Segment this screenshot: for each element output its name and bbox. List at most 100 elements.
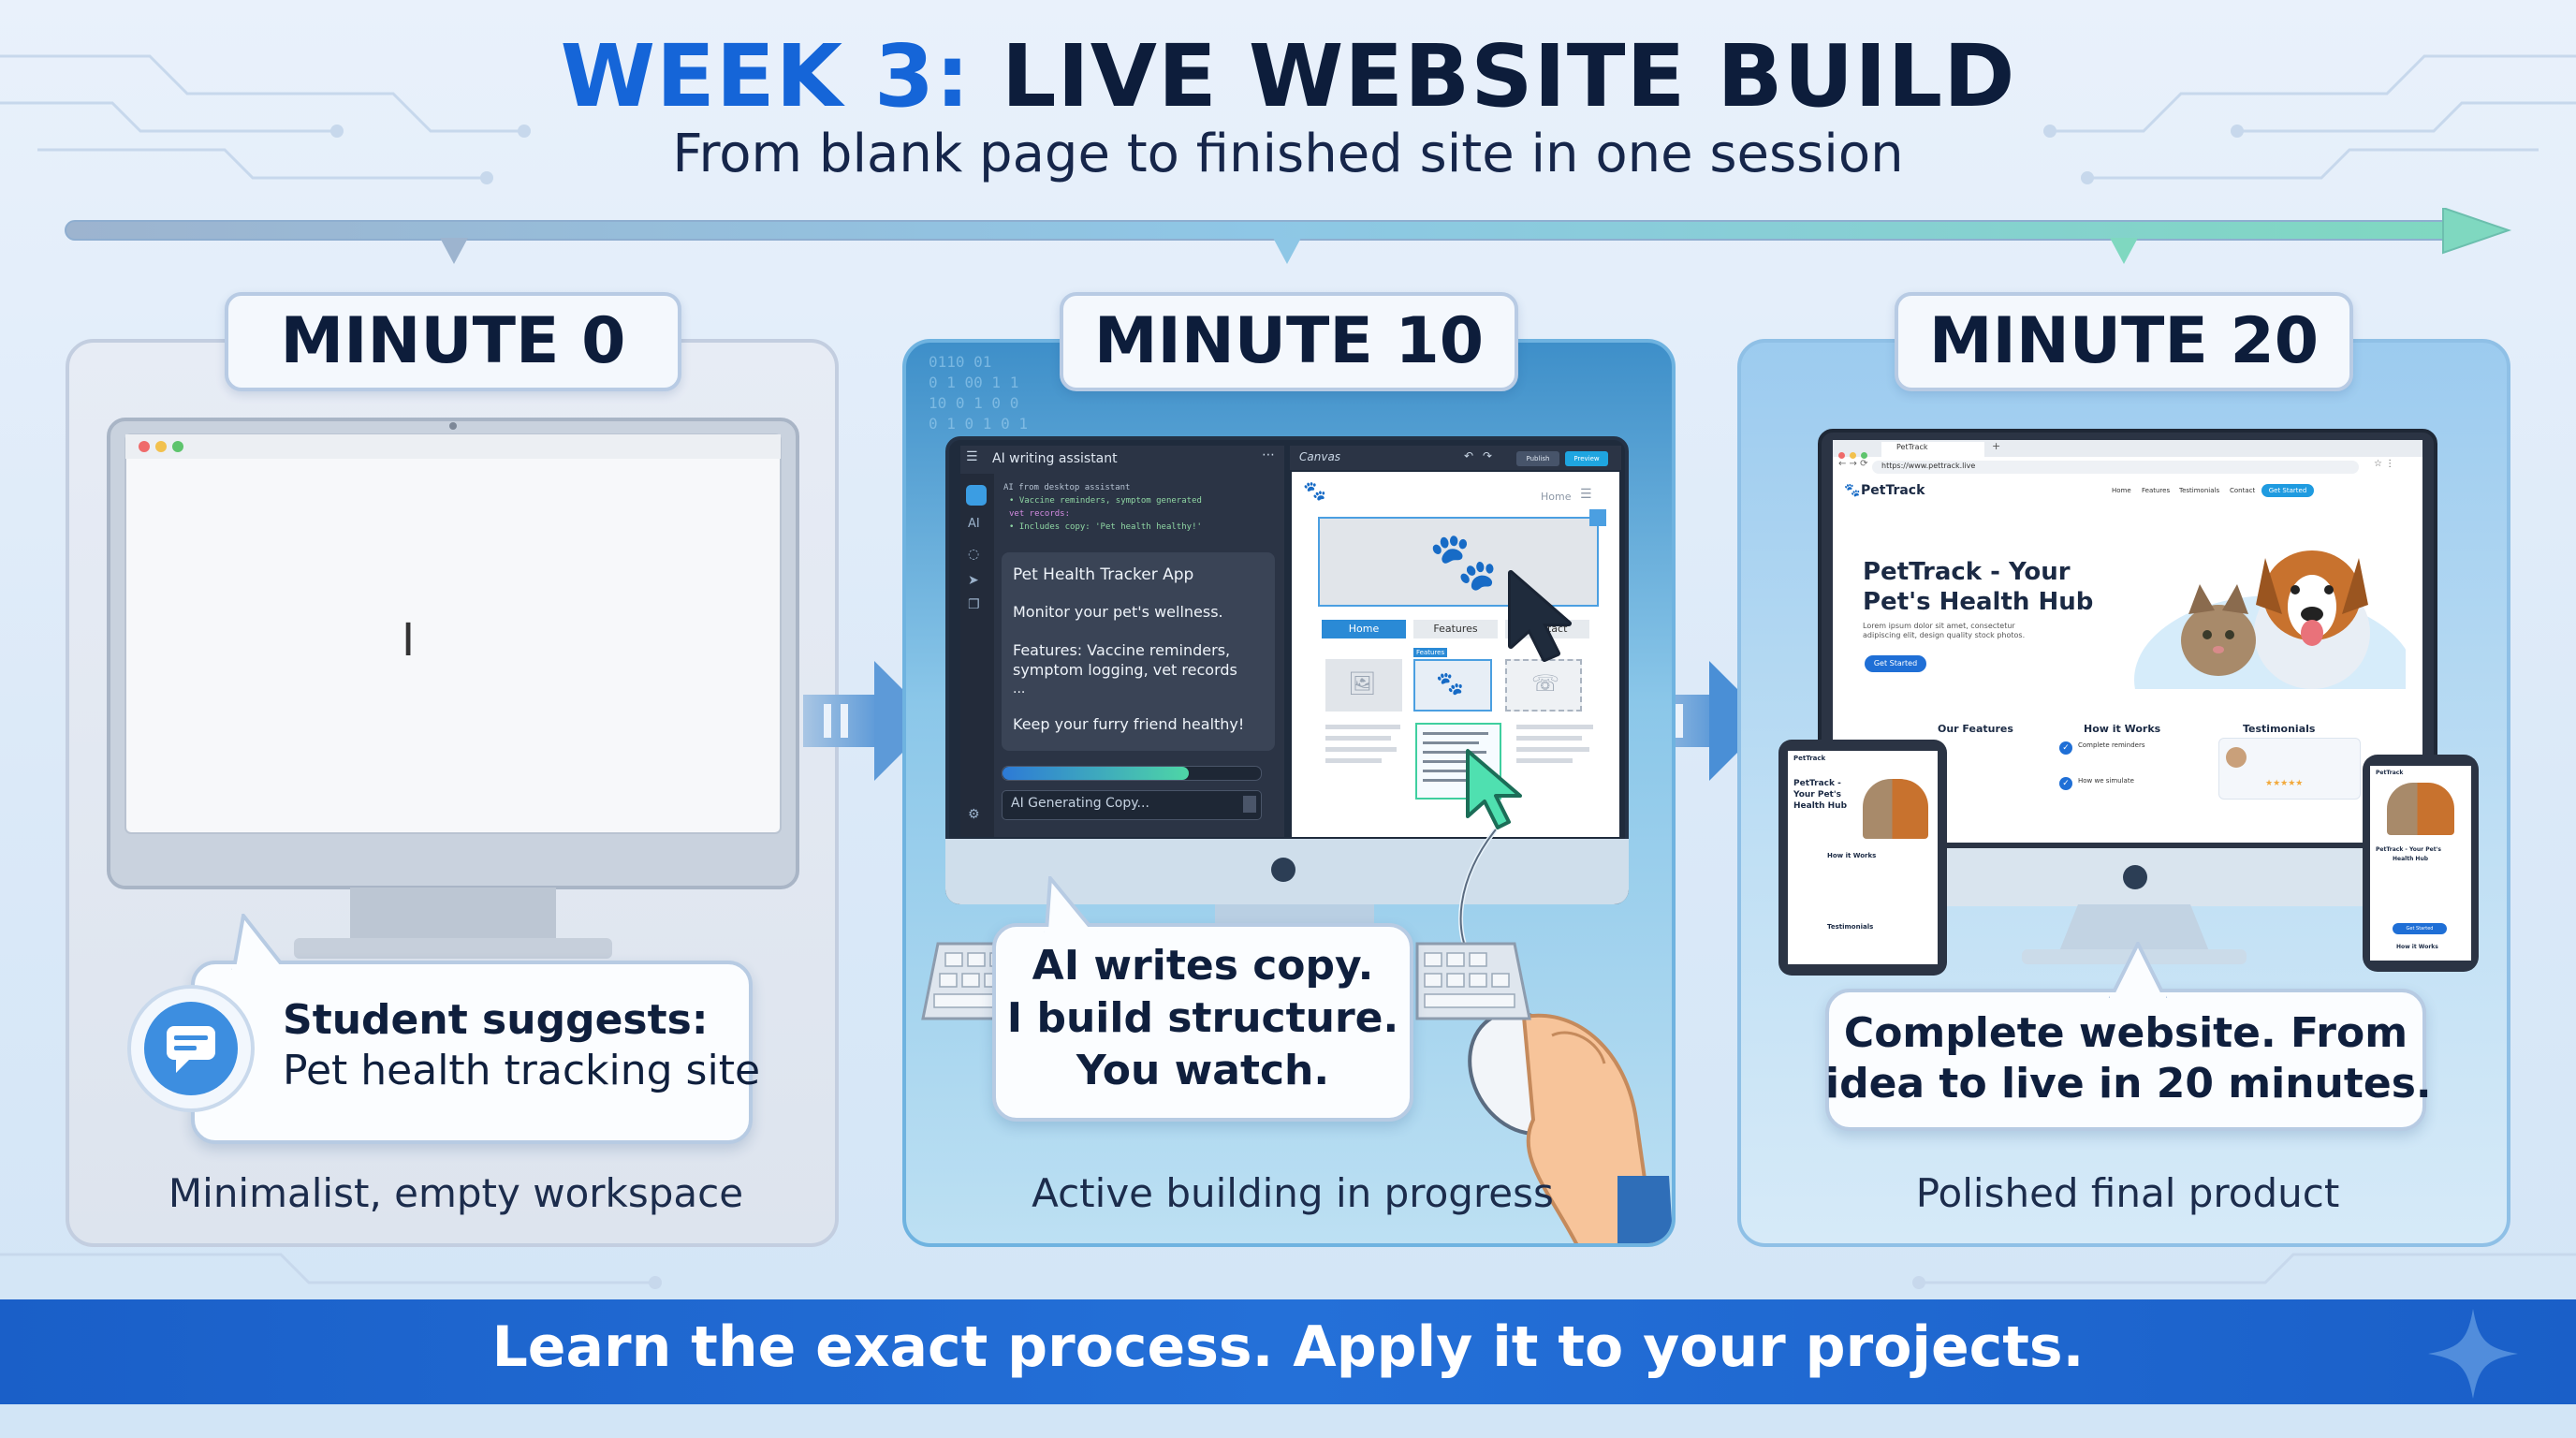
panel-title: AI writing assistant	[992, 451, 1118, 466]
testimonial-card	[2218, 738, 2361, 800]
stage-panel-minute-20: PetTrack + ← → ⟳ https://www.pettrack.li…	[1737, 339, 2510, 1247]
redo-icon[interactable]: ↷	[1483, 449, 1493, 462]
site-nav-testimonials[interactable]: Testimonials	[2179, 487, 2220, 494]
home-icon[interactable]	[966, 485, 987, 506]
sparkle-icon	[2428, 1309, 2518, 1399]
send-icon[interactable]: ➤	[968, 573, 979, 588]
code-line: • Includes copy: 'Pet health healthy!'	[1009, 522, 1202, 532]
copy-line: Monitor your pet's wellness.	[1013, 603, 1223, 621]
pets-hero-image	[2134, 550, 2406, 689]
publish-button[interactable]: Publish	[1516, 451, 1559, 466]
submit-icon[interactable]	[1243, 796, 1256, 813]
site-nav-home[interactable]: Home	[2112, 487, 2131, 494]
site-nav-features[interactable]: Features	[2142, 487, 2171, 494]
hero-text: Lorem ipsum dolor sit amet, consectetur	[1863, 622, 2015, 630]
phone-cta-button[interactable]: Get Started	[2393, 923, 2447, 934]
status-field	[1002, 790, 1262, 820]
tab-features[interactable]: Features	[1413, 620, 1498, 638]
check-icon: ✓	[2059, 741, 2072, 755]
tablet-pet-image	[1863, 779, 1928, 839]
power-button-icon	[2123, 865, 2147, 889]
paw-logo-icon: 🐾	[1844, 483, 1861, 498]
copy-icon[interactable]: ❐	[968, 597, 980, 612]
copy-line: Features: Vaccine reminders, symptom log…	[1013, 641, 1237, 679]
timeline-arrow	[65, 208, 2512, 264]
page-subtitle: From blank page to finished site in one …	[672, 124, 1904, 184]
phone-icon: ☏	[1531, 670, 1560, 697]
bubble-tail	[1044, 876, 1098, 932]
drag-pointer-icon	[1466, 749, 1522, 829]
generated-copy-card	[1002, 552, 1275, 751]
nav-arrows-icon[interactable]: ← → ⟳	[1838, 459, 1868, 469]
progress-track	[1002, 766, 1262, 781]
section-heading: How it Works	[2084, 723, 2161, 735]
phone-section: How it Works	[2396, 944, 2438, 950]
stage-caption: Active building in progress	[1032, 1170, 1554, 1216]
page-title: WEEK 3: LIVE WEBSITE BUILD	[0, 26, 2576, 126]
resize-handle-icon[interactable]	[1589, 509, 1606, 526]
hamburger-icon: ☰	[966, 449, 978, 464]
copy-line: Keep your furry friend healthy!	[1013, 715, 1245, 733]
copy-line: Pet Health Tracker App	[1013, 565, 1194, 584]
bubble-line: You watch.	[1076, 1047, 1330, 1094]
phone-title: Health Hub	[2393, 856, 2429, 862]
stage-caption: Polished final product	[1915, 1170, 2340, 1216]
ai-icon[interactable]: AI	[968, 517, 980, 531]
section-heading: Testimonials	[2243, 723, 2316, 735]
address-bar[interactable]	[1872, 461, 2359, 474]
site-nav-contact[interactable]: Contact	[2230, 487, 2256, 494]
url-text: https://www.pettrack.live	[1881, 462, 1976, 470]
bubble-tail	[231, 914, 289, 970]
image-icon: 🖼	[1348, 670, 1377, 697]
bubble-text: Pet health tracking site	[283, 1047, 761, 1094]
browser-tab[interactable]	[1881, 442, 1984, 457]
hero-title: PetTrack - Your	[1863, 558, 2071, 586]
nav-get-started-button[interactable]: Get Started	[2261, 484, 2314, 497]
hero-text: adipiscing elit, design quality stock ph…	[1863, 631, 2026, 639]
undo-icon[interactable]: ↶	[1464, 449, 1474, 462]
paw-logo-icon: 🐾	[1303, 479, 1326, 502]
status-text: AI Generating Copy...	[1011, 796, 1149, 811]
feature-card[interactable]	[1413, 659, 1492, 712]
tablet-title: Health Hub	[1793, 801, 1848, 811]
bubble-line: Complete website. From	[1843, 1009, 2408, 1057]
tablet-section: How it Works	[1827, 852, 1877, 859]
tablet-section: Testimonials	[1827, 923, 1874, 931]
paw-icon: 🐾	[1436, 670, 1464, 697]
student-suggestion-bubble	[191, 961, 753, 1144]
mouse-pointer-icon	[1508, 570, 1572, 662]
stage-label-minute-0: MINUTE 0	[225, 292, 681, 391]
bubble-line: AI writes copy.	[1032, 942, 1374, 990]
canvas-nav-home[interactable]: Home	[1541, 491, 1572, 503]
stage-panel-minute-0: Ⅰ Student suggests: Pet health tracking …	[66, 339, 839, 1247]
code-line: • Vaccine reminders, symptom generated	[1009, 496, 1202, 506]
hero-get-started-button[interactable]: Get Started	[1865, 655, 1926, 672]
chat-icon[interactable]: ◌	[968, 547, 980, 562]
copy-line: ...	[1013, 682, 1026, 697]
new-tab-icon[interactable]: +	[1992, 440, 2001, 452]
code-line: vet records:	[1009, 509, 1071, 519]
stage-caption: Minimalist, empty workspace	[168, 1170, 744, 1216]
phone-pet-image	[2387, 783, 2454, 835]
bubble-line: idea to live in 20 minutes.	[1825, 1060, 2432, 1108]
more-icon: ⋯	[1262, 448, 1275, 462]
settings-icon[interactable]: ⚙	[968, 807, 980, 822]
code-line: AI from desktop assistant	[1003, 483, 1131, 492]
section-heading: Our Features	[1938, 723, 2013, 735]
tablet-title: Your Pet's	[1793, 790, 1841, 800]
menu-icon[interactable]: ☰	[1580, 487, 1592, 502]
content-lines	[1325, 725, 1593, 782]
tab-home[interactable]: Home	[1322, 620, 1406, 638]
banner-text: Learn the exact process. Apply it to you…	[491, 1314, 2085, 1380]
process-bubble	[992, 923, 1413, 1122]
bubble-line: I build structure.	[1006, 994, 1399, 1042]
preview-button[interactable]: Preview	[1565, 451, 1608, 466]
testimonial-avatar	[2226, 747, 2247, 768]
empty-monitor	[107, 418, 799, 959]
bookmark-icon[interactable]: ☆ ⋮	[2374, 459, 2395, 469]
check-icon: ✓	[2059, 777, 2072, 790]
phone-title: PetTrack - Your Pet's	[2376, 846, 2441, 853]
